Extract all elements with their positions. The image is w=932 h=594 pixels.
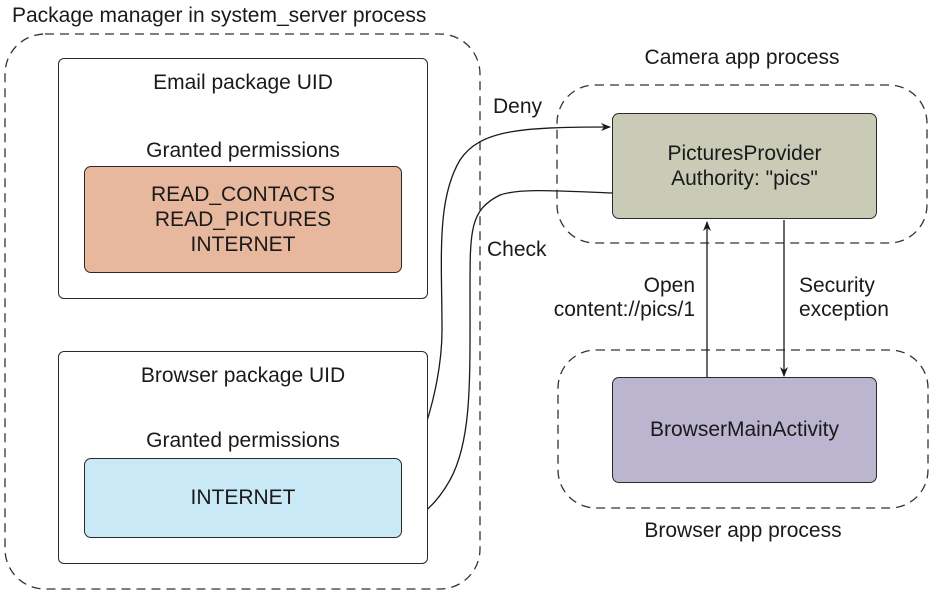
permission-read-contacts: READ_CONTACTS: [151, 182, 335, 206]
camera-process-title: Camera app process: [644, 46, 840, 69]
permission-read-pictures: READ_PICTURES: [154, 207, 332, 231]
check-label: Check: [487, 238, 547, 261]
security-exception-label: Security exception: [799, 274, 889, 322]
system-server-title: Package manager in system_server process: [12, 4, 427, 27]
browser-process-title: Browser app process: [644, 519, 842, 542]
provider-name: PicturesProvider: [667, 141, 822, 165]
email-granted-label: Granted permissions: [146, 139, 340, 162]
provider-authority: Authority: "pics": [671, 167, 818, 190]
browser-granted-label: Granted permissions: [146, 429, 340, 452]
email-permissions-box: READ_CONTACTS READ_PICTURES INTERNET: [84, 166, 402, 273]
security-label-line2: exception: [799, 298, 889, 322]
activity-name: BrowserMainActivity: [649, 418, 840, 442]
open-label-line2: content://pics/1: [553, 298, 695, 322]
pictures-provider-box: PicturesProvider Authority: "pics": [612, 113, 877, 219]
open-label-line1: Open: [643, 274, 695, 297]
open-label: Open content://pics/1: [520, 274, 695, 322]
browser-permissions-box: INTERNET: [84, 458, 402, 538]
permission-internet: INTERNET: [190, 233, 296, 257]
camera-process-region: [556, 84, 928, 244]
check-arrow: [402, 189, 613, 525]
browser-process-region: [557, 349, 929, 509]
deny-label: Deny: [493, 95, 543, 118]
system-server-region: [4, 33, 481, 590]
browser-main-activity-box: BrowserMainActivity: [612, 377, 877, 483]
security-label-line1: Security: [799, 274, 875, 297]
email-uid-title: Email package UID: [153, 71, 333, 94]
browser-uid-title: Browser package UID: [140, 364, 346, 387]
permission-internet: INTERNET: [190, 486, 296, 510]
deny-arrow: [400, 123, 611, 484]
